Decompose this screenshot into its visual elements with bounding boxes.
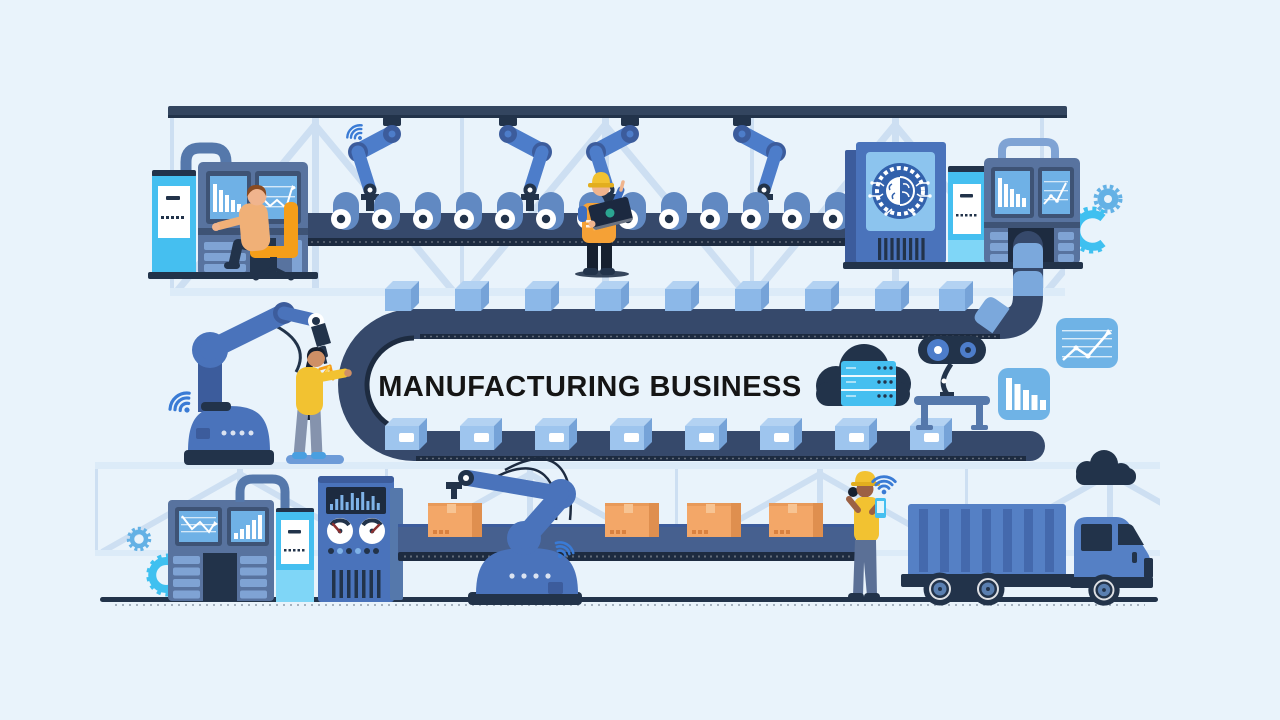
conveyor-unit <box>610 418 652 450</box>
cardboard-box <box>428 503 482 537</box>
robot-arm-segment <box>200 304 293 360</box>
truck-wheel <box>970 571 1006 607</box>
conveyor-unit <box>910 418 952 450</box>
pointing-worker <box>286 347 352 464</box>
truck-wheel <box>922 571 958 607</box>
office-chair <box>284 202 298 254</box>
conveyor-box <box>525 281 559 311</box>
io-cabinet <box>948 166 986 262</box>
conveyor-box <box>939 281 973 311</box>
laptop <box>588 196 634 231</box>
packaging-robot-arm <box>446 457 582 605</box>
cardboard-box <box>605 503 659 537</box>
welding-tool <box>311 323 331 347</box>
cloud-server <box>816 344 911 406</box>
ai-brain-icon <box>868 163 932 219</box>
loop-belt <box>338 231 1045 461</box>
cardboard-box <box>687 503 741 537</box>
gear-teeth <box>1093 184 1123 214</box>
server-rack-icon <box>841 361 896 406</box>
line-chart-screen <box>1042 171 1070 214</box>
truss-rail <box>168 106 1067 117</box>
conveyor-edge <box>300 238 860 246</box>
conveyor-unit <box>835 418 877 450</box>
conveyor-box <box>875 281 909 311</box>
conveyor-unit <box>685 418 727 450</box>
cloud-icon <box>1076 450 1136 485</box>
conveyor-unit <box>535 418 577 450</box>
control-cabinet <box>235 474 314 602</box>
bar-chart-icon <box>998 368 1050 420</box>
conveyor-box <box>595 281 629 311</box>
line-chart-icon <box>1056 318 1118 368</box>
conveyor-loop <box>338 231 1045 461</box>
conveyor-box <box>455 281 489 311</box>
gear-hole <box>1104 195 1112 203</box>
top-conveyor <box>300 192 860 246</box>
conveyor-unit <box>460 418 502 450</box>
robot-base <box>188 406 270 452</box>
ai-machine <box>845 142 946 264</box>
truss-rail-shadow <box>168 115 1067 118</box>
page-title: MANUFACTURING BUSINESS <box>378 371 801 403</box>
operator-torso <box>238 202 271 252</box>
delivery-truck <box>901 450 1153 607</box>
gear-teeth <box>146 553 180 597</box>
hard-hat <box>592 172 610 184</box>
conveyor-unit <box>760 418 802 450</box>
inspection-robot <box>914 336 990 430</box>
conveyor-unit <box>385 418 427 450</box>
conveyor-support <box>390 488 403 600</box>
truck-wheel <box>1087 573 1121 607</box>
machine-base <box>148 272 318 279</box>
worker-head <box>307 349 325 367</box>
cab-windshield <box>1118 524 1144 545</box>
conveyor-box <box>735 281 769 311</box>
seated-operator <box>212 184 298 281</box>
logistics-worker <box>846 471 897 600</box>
conveyor-box <box>1013 271 1043 296</box>
output-conveyor <box>390 488 856 600</box>
gauge-panel-machine <box>318 476 394 602</box>
supervisor-worker <box>575 172 634 278</box>
cab-side-window <box>1081 524 1112 551</box>
conveyor-box <box>805 281 839 311</box>
conveyor-box <box>665 281 699 311</box>
monitoring-machine <box>168 500 274 601</box>
gear-teeth <box>126 526 152 552</box>
hard-hat <box>855 471 876 483</box>
truss-chord <box>95 462 1160 469</box>
operator-head <box>247 186 267 206</box>
gear-icon <box>129 529 149 549</box>
machine-base <box>843 262 1083 269</box>
conveyor-box <box>1013 243 1043 268</box>
conveyor-box <box>385 281 419 311</box>
gripper <box>446 482 462 499</box>
cardboard-box <box>769 503 823 537</box>
